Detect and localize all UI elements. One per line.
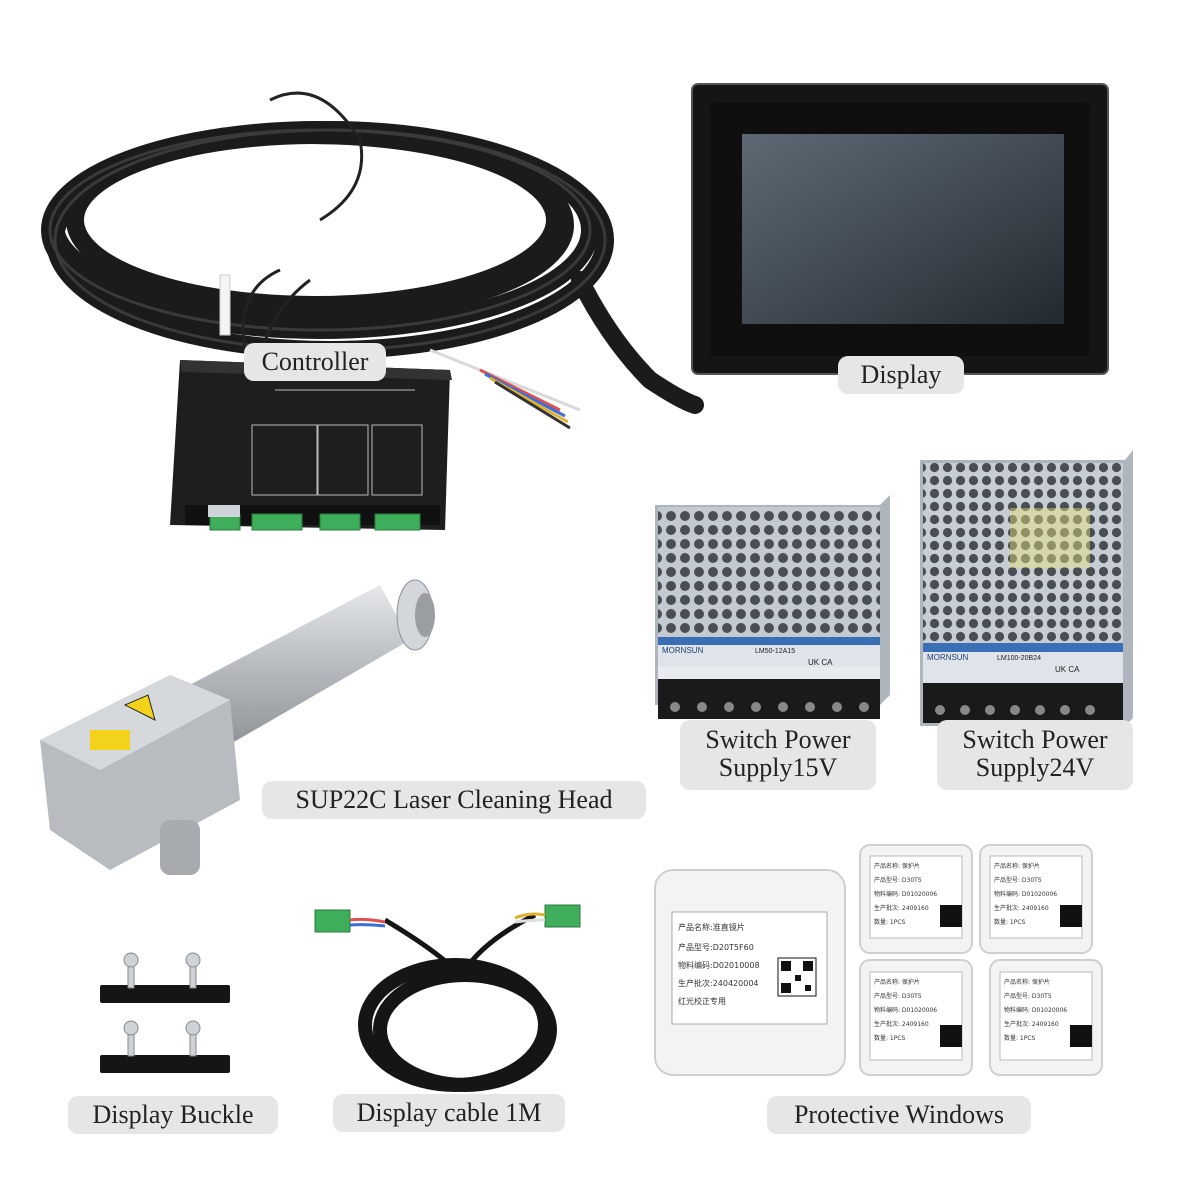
display-cable-label: Display cable 1M [333,1094,565,1132]
small-box-3-line5: 数量: 1PCS [874,1034,906,1042]
psu-15v-label-text: Switch Power Supply15V [705,725,851,782]
small-box-2-line3: 物料编码: D01020006 [994,890,1057,898]
small-box-1-line4: 生产批次: 2409160 [874,904,929,912]
big-box-line4: 生产批次:240420004 [678,978,759,988]
big-box-line1: 产品名称:准直镜片 [678,922,745,932]
display-cable-image [305,900,605,1100]
controller-cable-image [20,80,710,550]
psu-24v-label: Switch Power Supply24V [937,720,1133,790]
small-box-1-line5: 数量: 1PCS [874,918,906,926]
small-box-4-line5: 数量: 1PCS [1004,1034,1036,1042]
small-box-4-line1: 产品名称: 保护片 [1004,978,1050,986]
controller-label: Controller [244,343,386,381]
psu-15v-brand: MORNSUN [662,646,704,655]
display-buckle-image [90,950,240,1090]
small-box-1-line3: 物料编码: D01020006 [874,890,937,898]
psu-15v-marks: UK CA [808,658,833,667]
small-box-1-line1: 产品名称: 保护片 [874,862,920,870]
small-box-3-line3: 物料编码: D01020006 [874,1006,937,1014]
small-box-4-line4: 生产批次: 2409160 [1004,1020,1059,1028]
small-box-4-line2: 产品型号: D30T5 [1004,992,1052,1000]
small-box-3-line4: 生产批次: 2409160 [874,1020,929,1028]
small-box-2-line5: 数量: 1PCS [994,918,1026,926]
small-box-2-line1: 产品名称: 保护片 [994,862,1040,870]
display-buckle-label: Display Buckle [68,1096,278,1134]
small-box-2-line4: 生产批次: 2409160 [994,904,1049,912]
psu-24v-image: MORNSUN LM100-20B24 UK CA [915,448,1135,733]
psu-24v-label-text: Switch Power Supply24V [962,725,1108,782]
small-box-2-line2: 产品型号: D30T5 [994,876,1042,884]
psu-15v-image: MORNSUN LM50-12A15 UK CA [650,495,895,730]
small-box-4-line3: 物料编码: D01020006 [1004,1006,1067,1014]
laser-head-image [30,570,450,890]
small-box-1-line2: 产品型号: D30T5 [874,876,922,884]
psu-15v-label: Switch Power Supply15V [680,720,876,790]
display-label: Display [838,356,964,394]
small-box-3-line1: 产品名称: 保护片 [874,978,920,986]
psu-15v-model: LM50-12A15 [755,648,795,655]
big-box-line2: 产品型号:D20T5F60 [678,942,754,952]
big-box-line3: 物料编码:D02010008 [678,960,760,970]
big-box-line5: 红光校正专用 [678,996,726,1006]
display-image [690,82,1110,382]
protective-windows-image: 产品名称:准直镜片 产品型号:D20T5F60 物料编码:D02010008 生… [650,840,1115,1080]
psu-24v-marks: UK CA [1055,665,1080,674]
psu-24v-model: LM100-20B24 [997,655,1041,662]
psu-24v-brand: MORNSUN [927,653,969,662]
laser-head-label: SUP22C Laser Cleaning Head [262,781,646,819]
protective-windows-label: Protective Windows [767,1096,1031,1134]
small-box-3-line2: 产品型号: D30T5 [874,992,922,1000]
